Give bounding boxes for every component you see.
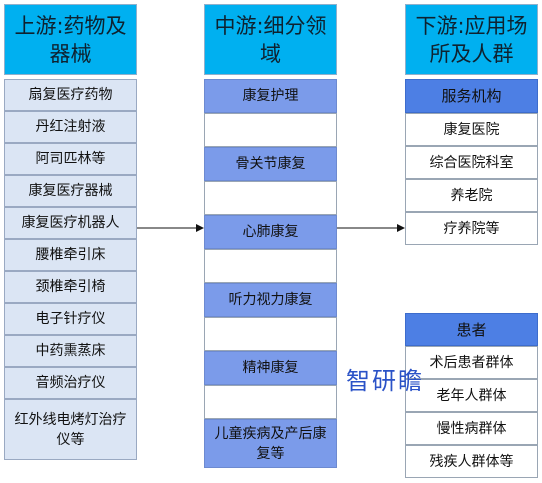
patient-item: 慢性病群体 (405, 412, 538, 445)
patient-item: 术后患者群体 (405, 346, 538, 379)
midstream-item (204, 317, 337, 351)
midstream-item (204, 385, 337, 419)
patients-header: 患者 (405, 313, 538, 346)
upstream-header: 上游:药物及器械 (4, 4, 137, 75)
midstream-item: 康复护理 (204, 79, 337, 113)
downstream-title: 下游:应用场所及人群 (415, 13, 528, 66)
midstream-item (204, 181, 337, 215)
upstream-item: 红外线电烤灯治疗仪等 (4, 399, 137, 460)
upstream-item: 康复医疗器械 (4, 175, 137, 207)
upstream-item: 音频治疗仪 (4, 367, 137, 399)
midstream-item: 心肺康复 (204, 215, 337, 249)
midstream-item: 骨关节康复 (204, 147, 337, 181)
midstream-item: 听力视力康复 (204, 283, 337, 317)
midstream-item: 儿童疾病及产后康复等 (204, 419, 337, 468)
upstream-item: 丹红注射液 (4, 111, 137, 143)
patient-item: 老年人群体 (405, 379, 538, 412)
midstream-header: 中游:细分领域 (204, 4, 337, 75)
upstream-item: 扇复医疗药物 (4, 79, 137, 111)
midstream-item (204, 113, 337, 147)
institution-item: 综合医院科室 (405, 146, 538, 179)
institution-item: 疗养院等 (405, 212, 538, 245)
institution-item: 康复医院 (405, 113, 538, 146)
watermark-text: 智研瞻 (346, 367, 424, 395)
institutions-header: 服务机构 (405, 79, 538, 113)
upstream-item: 腰椎牵引床 (4, 239, 137, 271)
upstream-title: 上游:药物及器械 (14, 13, 127, 66)
upstream-item: 中药熏蒸床 (4, 335, 137, 367)
upstream-item: 阿司匹林等 (4, 143, 137, 175)
patient-item: 残疾人群体等 (405, 445, 538, 478)
midstream-title: 中游:细分领域 (214, 13, 327, 66)
upstream-item: 电子针疗仪 (4, 303, 137, 335)
midstream-item (204, 249, 337, 283)
downstream-header: 下游:应用场所及人群 (405, 4, 538, 75)
institution-item: 养老院 (405, 179, 538, 212)
upstream-item: 康复医疗机器人 (4, 207, 137, 239)
midstream-item: 精神康复 (204, 351, 337, 385)
upstream-item: 颈椎牵引椅 (4, 271, 137, 303)
